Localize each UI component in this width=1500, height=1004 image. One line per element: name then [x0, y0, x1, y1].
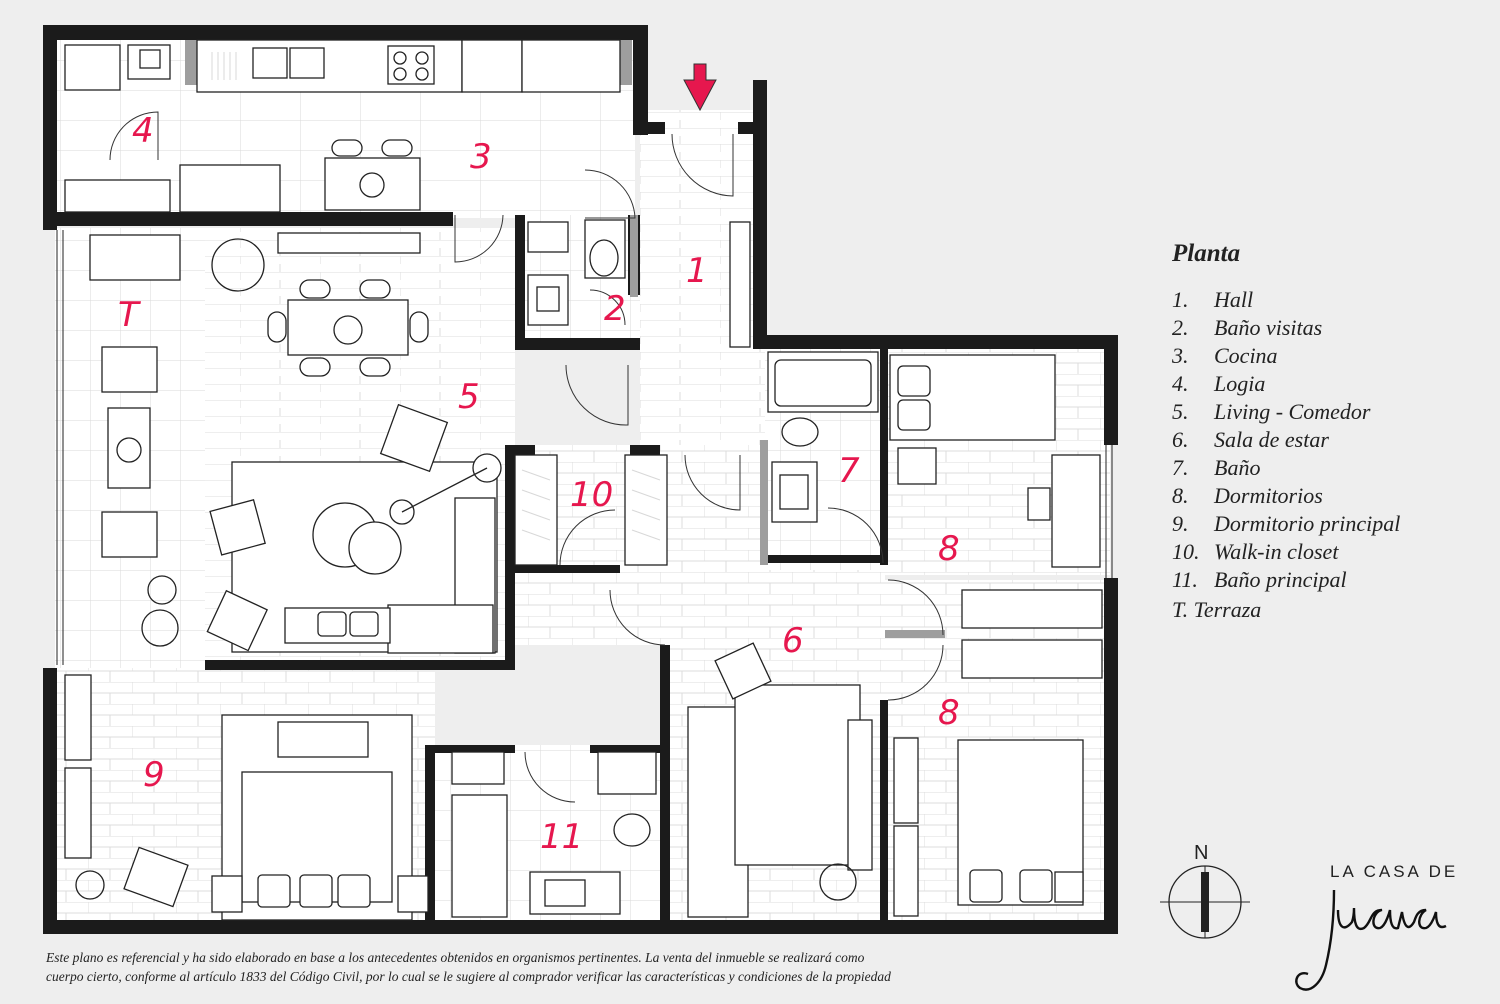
room-label-7: 7: [838, 451, 860, 491]
legend-title: Planta: [1172, 240, 1241, 267]
living-set: [206, 403, 502, 654]
legend-item-label: Sala de estar: [1214, 427, 1329, 452]
room-label-4: 4: [132, 111, 154, 151]
door-swings: [109, 111, 944, 803]
bath-11-fixtures: [451, 751, 657, 918]
legend-item-label: Hall: [1214, 287, 1254, 312]
compass-icon: [1160, 865, 1250, 939]
brand-logo-script: [1295, 889, 1447, 991]
legend-list: 1. Hall 2. Baño visitas 3. Cocina 4. Logia 5…: [1172, 286, 1400, 594]
room-label-3: 3: [470, 137, 492, 177]
legend-item-label: Dormitorios: [1214, 483, 1323, 508]
legend-item: 6. Sala de estar: [1172, 426, 1400, 454]
legend-item-number: 6.: [1172, 427, 1189, 452]
room-label-2: 2: [604, 289, 626, 329]
room-label-8a: 8: [938, 529, 960, 569]
legend-item: 5. Living - Comedor: [1172, 398, 1400, 426]
compass-north-label: N: [1194, 842, 1209, 864]
kitchen-counter: [64, 39, 621, 213]
legend-item-number: 11.: [1172, 567, 1198, 592]
legend-item-label: Baño principal: [1214, 567, 1347, 592]
room-label-6: 6: [782, 621, 804, 661]
walls: [43, 25, 1118, 934]
bedroom-8b-furniture: [893, 737, 1084, 917]
disclaimer-line-2: cuerpo cierto, conforme al artículo 1833…: [46, 969, 891, 984]
legend-item-label: Living - Comedor: [1214, 399, 1371, 424]
windows: [56, 230, 1113, 665]
legend-item-label: Dormitorio principal: [1214, 511, 1401, 536]
room-label-1: 1: [686, 251, 708, 291]
legend-item-number: 3.: [1172, 343, 1189, 368]
legend-item: 8. Dormitorios: [1172, 482, 1400, 510]
legend-item: 10. Walk-in closet: [1172, 538, 1400, 566]
terrace-furniture: [89, 234, 181, 647]
legend-item-number: 10.: [1172, 539, 1200, 564]
legend-item: 9. Dormitorio principal: [1172, 510, 1400, 538]
legend-item: 2. Baño visitas: [1172, 314, 1400, 342]
sala-furniture: [687, 642, 873, 918]
legend-item: 3. Cocina: [1172, 342, 1400, 370]
master-furniture: [64, 674, 429, 921]
disclaimer-line-1: Este plano es referencial y ha sido elab…: [46, 950, 865, 965]
kitchen-table: [324, 139, 421, 211]
legend-item-label: Walk-in closet: [1214, 539, 1339, 564]
legend-item-number: 7.: [1172, 455, 1189, 480]
legend-item: 7. Baño: [1172, 454, 1400, 482]
legend-item-number: 8.: [1172, 483, 1189, 508]
room-label-10: 10: [570, 475, 613, 515]
disclaimer: Este plano es referencial y ha sido elab…: [46, 948, 1066, 986]
legend-item: 1. Hall: [1172, 286, 1400, 314]
legend-item: 4. Logia: [1172, 370, 1400, 398]
legend-item-label: Baño: [1214, 455, 1261, 480]
room-label-5: 5: [458, 377, 480, 417]
legend-item-number: 2.: [1172, 315, 1189, 340]
room-numbers: 1 2 3 4 5 6 7 8 8 9 10 11 T: [118, 111, 960, 857]
legend-item-number: 9.: [1172, 511, 1189, 536]
walkin-closet: [514, 454, 668, 566]
legend-item-label: Baño visitas: [1214, 315, 1323, 340]
entrance-arrow: [683, 63, 717, 112]
legend-item-label: Logia: [1214, 371, 1266, 396]
legend-item: 11. Baño principal: [1172, 566, 1400, 594]
dining-set: [211, 232, 429, 377]
room-label-9: 9: [143, 755, 165, 795]
room-label-11: 11: [540, 817, 583, 857]
legend-item-number: 5.: [1172, 399, 1189, 424]
bedroom-8a-furniture: [889, 354, 1103, 679]
room-label-t: T: [118, 295, 141, 335]
legend-item-number: 4.: [1172, 371, 1189, 396]
bath-7-fixtures: [767, 351, 879, 523]
room-label-8b: 8: [938, 693, 960, 733]
legend-item-label: Cocina: [1214, 343, 1278, 368]
legend-terrace: T. Terraza: [1172, 597, 1262, 622]
legend-item-number: 1.: [1172, 287, 1189, 312]
brand-name-top: LA CASA DE: [1330, 862, 1459, 881]
hall-bath-fixtures: [527, 219, 751, 348]
legend: Planta 1. Hall 2. Baño visitas 3. Cocina 4.…: [1172, 240, 1400, 623]
